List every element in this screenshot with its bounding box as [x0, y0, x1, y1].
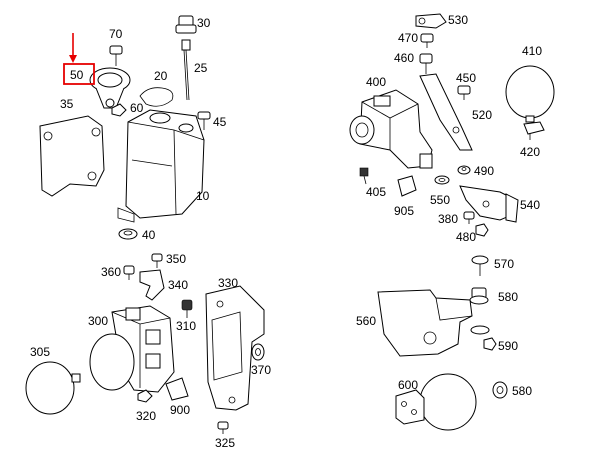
part-50-ring-bracket [89, 67, 131, 109]
part-305-accumulator [25, 361, 81, 415]
label-310: 310 [176, 319, 196, 333]
label-40: 40 [142, 228, 156, 242]
label-530: 530 [448, 13, 468, 27]
part-550-washer [434, 175, 450, 185]
part-10-reservoir [117, 109, 205, 223]
part-480-nut [475, 223, 489, 237]
part-350-screw [151, 253, 163, 268]
accumulator-body [89, 333, 135, 391]
label-30: 30 [197, 16, 211, 30]
label-60: 60 [130, 101, 144, 115]
highlight-box-50 [63, 63, 95, 85]
part-520-bracket-arm [419, 73, 473, 151]
label-300: 300 [88, 314, 108, 328]
label-450: 450 [456, 71, 476, 85]
part-460-bolt [419, 53, 433, 74]
label-10: 10 [196, 189, 210, 203]
grommet-ring [470, 325, 490, 335]
part-420-fitting [523, 121, 545, 140]
part-325-screw [217, 421, 229, 434]
label-570: 570 [494, 257, 514, 271]
part-40-grommet [118, 228, 138, 240]
label-45: 45 [213, 115, 227, 129]
part-60-nut [111, 103, 127, 117]
label-305: 305 [30, 345, 50, 359]
label-380: 380 [438, 212, 458, 226]
label-70: 70 [109, 27, 123, 41]
part-70-screw [109, 45, 123, 66]
part-340-bracket [139, 269, 165, 301]
label-540: 540 [520, 198, 540, 212]
label-470: 470 [398, 31, 418, 45]
label-340: 340 [168, 278, 188, 292]
label-550: 550 [430, 193, 450, 207]
part-380-screw [463, 211, 475, 224]
label-420: 420 [520, 145, 540, 159]
label-560: 560 [356, 314, 376, 328]
label-590: 590 [498, 339, 518, 353]
part-600-accumulator [395, 373, 477, 431]
highlight-arrow-head [69, 55, 77, 63]
part-310-sensor [181, 299, 193, 318]
label-400: 400 [366, 75, 386, 89]
label-360: 360 [101, 265, 121, 279]
part-410-accumulator [505, 65, 555, 123]
label-405: 405 [366, 185, 386, 199]
label-580-bottom: 580 [512, 384, 532, 398]
part-530-bracket [415, 13, 447, 29]
part-360-screw [123, 265, 135, 280]
part-540-bracket [459, 185, 519, 223]
part-35-heat-shield [39, 115, 105, 197]
part-45-screw [197, 111, 211, 130]
label-350: 350 [166, 252, 186, 266]
part-30-cap [175, 15, 197, 34]
part-560-bracket [377, 289, 473, 357]
label-370: 370 [251, 363, 271, 377]
label-320: 320 [136, 409, 156, 423]
label-900: 900 [170, 403, 190, 417]
part-25-dipstick [181, 39, 191, 101]
part-490-nut [457, 165, 471, 175]
part-370-nut [251, 343, 265, 361]
part-405-sensor [359, 167, 369, 185]
part-20-seal [139, 87, 174, 107]
label-50: 50 [70, 68, 84, 82]
part-470-screw [420, 33, 434, 48]
label-600: 600 [398, 378, 418, 392]
label-490: 490 [474, 164, 494, 178]
label-330: 330 [218, 276, 238, 290]
label-35: 35 [60, 97, 74, 111]
part-320-nut [137, 389, 153, 403]
part-450-screw [457, 85, 471, 100]
label-480: 480 [456, 230, 476, 244]
part-590-nut [483, 337, 497, 351]
label-905: 905 [394, 204, 414, 218]
part-400-pump-motor [349, 89, 433, 169]
label-25: 25 [194, 61, 208, 75]
part-900-clip [165, 377, 189, 401]
label-460: 460 [394, 51, 414, 65]
part-580-mount-top [469, 287, 489, 305]
label-20: 20 [154, 69, 168, 83]
label-325: 325 [215, 436, 235, 450]
part-580-fitting-bottom [492, 381, 508, 399]
label-520: 520 [472, 108, 492, 122]
label-410: 410 [522, 44, 542, 58]
part-330-bracket [205, 285, 265, 411]
label-580-top: 580 [498, 290, 518, 304]
part-570-bolt [471, 255, 489, 276]
part-905-clip [397, 175, 417, 197]
